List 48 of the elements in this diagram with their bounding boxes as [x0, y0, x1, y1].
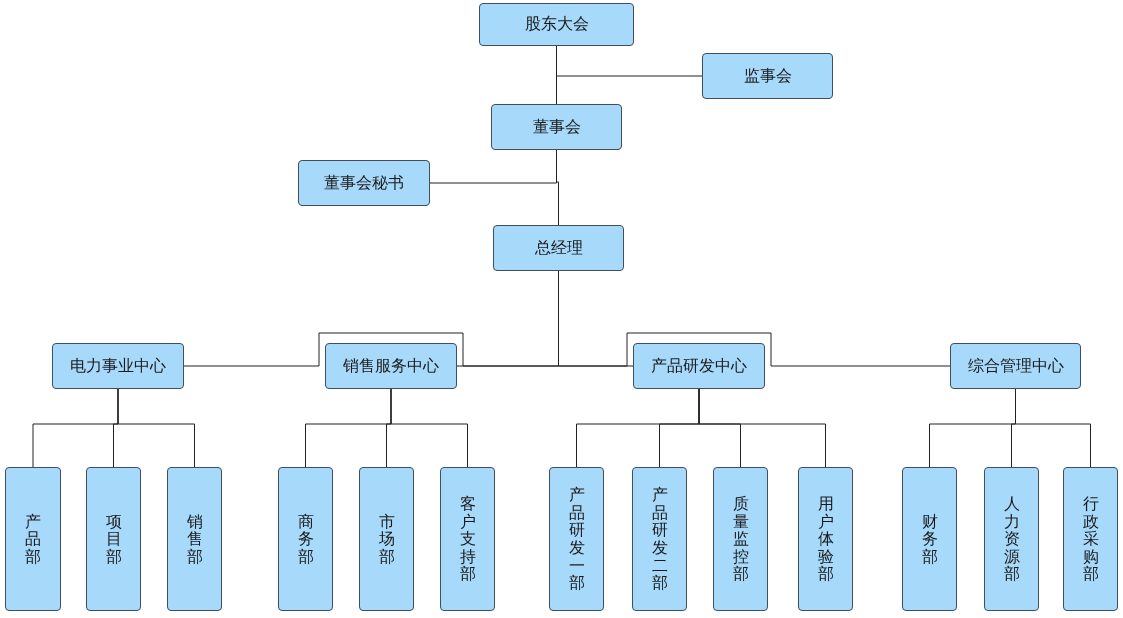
department-box — [902, 467, 957, 611]
box-label: 项目部 — [105, 512, 122, 566]
box-label: 产品研发中心 — [651, 355, 747, 377]
department-box — [5, 467, 61, 611]
department-box — [713, 467, 768, 611]
department-box — [86, 467, 141, 611]
connector-line — [390, 388, 468, 468]
connector-line — [698, 388, 826, 468]
box-label: 综合管理中心 — [967, 355, 1064, 377]
box-label: 市场部 — [378, 512, 395, 566]
position-box — [52, 343, 184, 389]
position-box — [491, 104, 622, 150]
box-label: 行政采购部 — [1082, 495, 1099, 583]
department-box — [359, 467, 414, 611]
department-box — [549, 467, 604, 611]
box-label: 总经理 — [534, 237, 583, 259]
department-box — [632, 467, 687, 611]
box-label: 财务部 — [921, 512, 938, 566]
connector-line — [1015, 388, 1091, 468]
position-box — [950, 343, 1081, 389]
position-box — [493, 225, 624, 271]
department-box — [167, 467, 222, 611]
box-label: 产品部 — [25, 512, 41, 566]
department-box — [798, 467, 853, 611]
box-label: 董事会秘书 — [324, 172, 404, 194]
connector-line — [117, 388, 195, 468]
box-label: 电力事业中心 — [70, 355, 166, 377]
box-label: 董事会 — [532, 116, 581, 138]
box-label: 产品研发一部 — [568, 486, 585, 592]
box-label: 产品研发二部 — [651, 486, 668, 592]
position-box — [633, 343, 765, 389]
department-box — [1063, 467, 1118, 611]
box-label: 用户体验部 — [817, 495, 834, 583]
box-label: 股东大会 — [524, 14, 589, 35]
box-label: 销售部 — [186, 512, 203, 566]
box-label: 监事会 — [743, 65, 792, 87]
box-label: 客户支持部 — [459, 495, 476, 583]
position-box — [479, 3, 634, 46]
box-label: 质量监控部 — [732, 495, 749, 583]
department-box — [278, 467, 333, 611]
box-label: 人力资源部 — [1003, 495, 1020, 583]
position-box — [298, 160, 430, 206]
department-box — [984, 467, 1039, 611]
position-box — [325, 343, 457, 389]
box-label: 商务部 — [297, 512, 314, 566]
department-box — [440, 467, 495, 611]
position-box — [702, 53, 833, 99]
box-label: 销售服务中心 — [343, 355, 439, 377]
